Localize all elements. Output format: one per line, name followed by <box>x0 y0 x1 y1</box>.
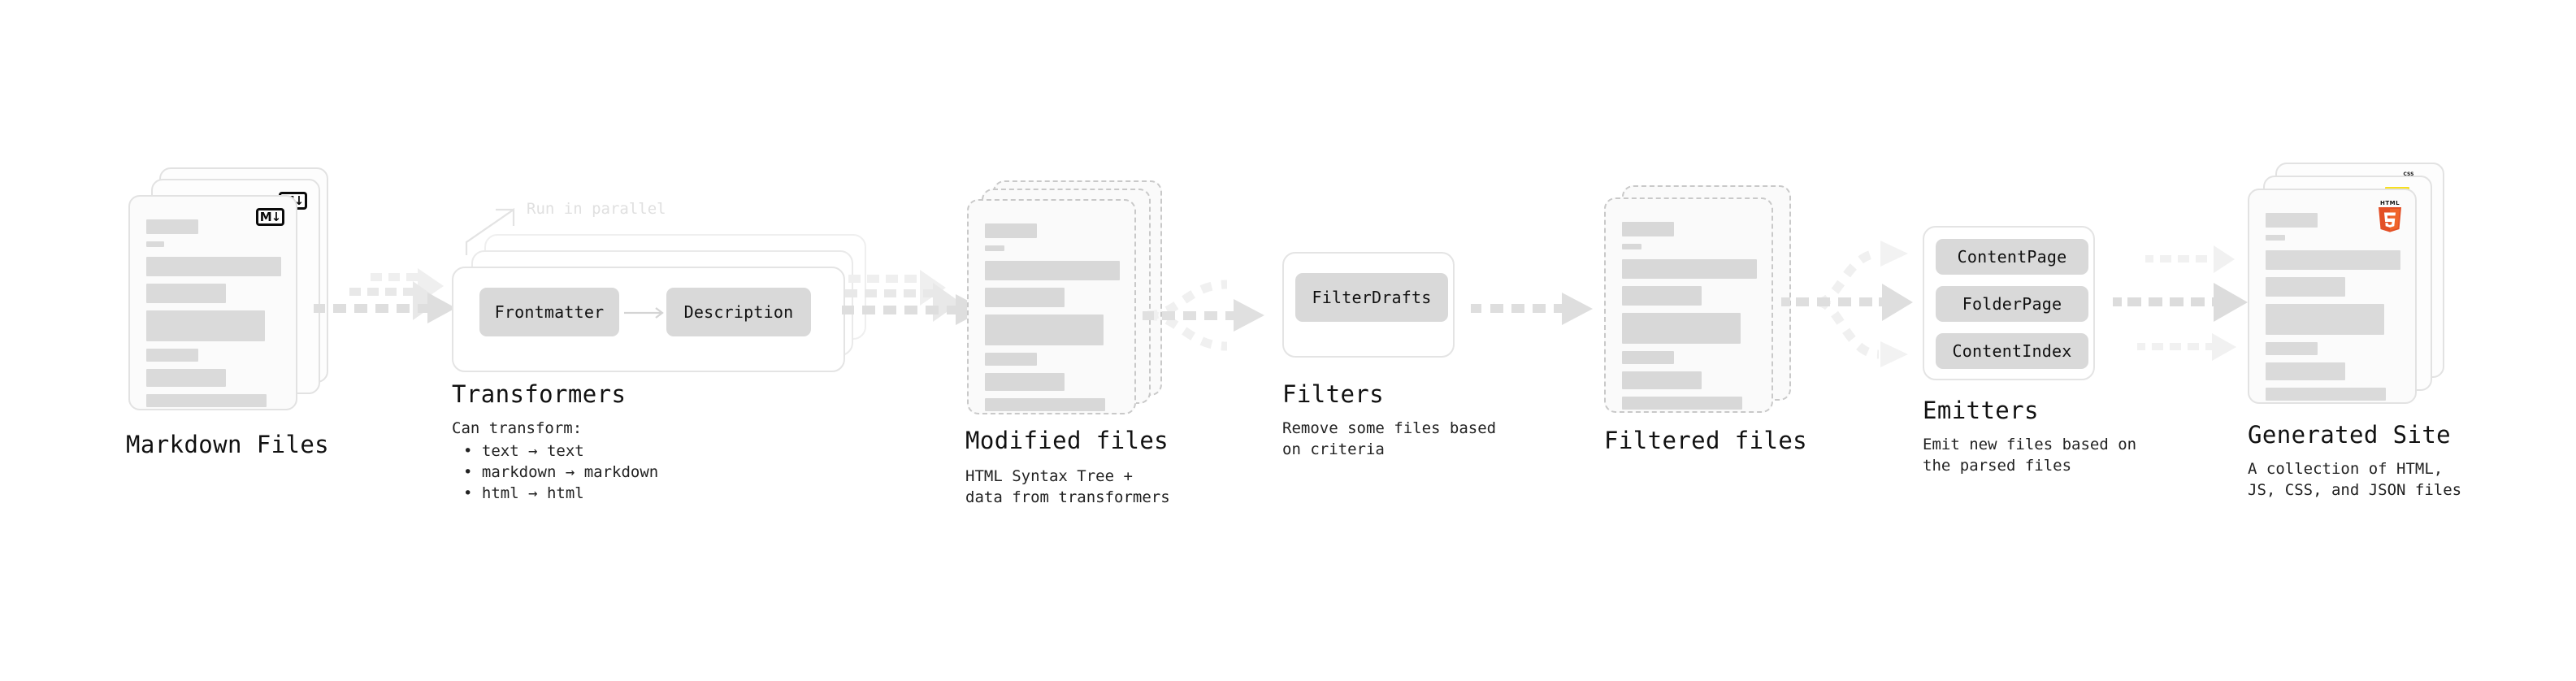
transformer-card-front[interactable]: Frontmatter Description <box>452 267 845 372</box>
transform-arrow-front <box>624 307 664 319</box>
pill-frontmatter[interactable]: Frontmatter <box>479 288 619 336</box>
modified-note-line-2: data from transformers <box>965 488 1170 506</box>
run-in-parallel-label: Run in parallel <box>527 200 666 218</box>
arrow-markdown-to-transformers <box>314 268 456 323</box>
html5-icon-label: HTML <box>2379 200 2400 206</box>
modified-note-line-1: HTML Syntax Tree + <box>965 467 1133 485</box>
pill-folderpage[interactable]: FolderPage <box>1936 286 2088 322</box>
generated-site-label: Generated Site <box>2248 421 2452 449</box>
markdown-files-label: Markdown Files <box>126 431 330 458</box>
css3-icon-label: CSS <box>2403 171 2414 177</box>
pill-contentindex[interactable]: ContentIndex <box>1936 333 2088 369</box>
emitters-note: Emit new files based on the parsed files <box>1923 434 2136 476</box>
filtered-files-label: Filtered files <box>1604 427 1808 454</box>
card-placeholder-lines <box>2266 213 2402 408</box>
transformers-bullet-3: • html → html <box>463 484 584 502</box>
transformers-bullet-1: • text → text <box>463 442 584 460</box>
markdown-card-front[interactable]: M↓ <box>128 195 297 410</box>
card-placeholder-lines <box>1622 222 1759 417</box>
modified-files-note: HTML Syntax Tree + data from transformer… <box>965 466 1170 508</box>
filters-note-line-2: on criteria <box>1282 440 1385 458</box>
filters-box[interactable]: FilterDrafts <box>1282 252 1455 358</box>
pill-description[interactable]: Description <box>666 288 811 336</box>
markdown-icon: M↓ <box>256 208 284 226</box>
pill-filterdrafts[interactable]: FilterDrafts <box>1295 273 1448 322</box>
filtered-card-front[interactable] <box>1604 197 1773 413</box>
arrow-modified-to-filters <box>1143 280 1264 351</box>
generated-site-note: A collection of HTML, JS, CSS, and JSON … <box>2248 458 2461 501</box>
arrow-emitters-to-generated <box>2113 245 2248 361</box>
generated-card-html[interactable]: HTML <box>2248 189 2417 404</box>
html5-icon: HTML <box>2376 200 2404 232</box>
transformers-label: Transformers <box>452 380 627 408</box>
arrow-transformers-to-modified <box>842 270 985 325</box>
card-placeholder-lines <box>985 223 1121 419</box>
generated-note-line-1: A collection of HTML, <box>2248 460 2444 478</box>
transformers-bullet-2: • markdown → markdown <box>463 463 659 481</box>
run-in-parallel-bracket <box>465 207 515 255</box>
card-placeholder-lines <box>146 219 283 414</box>
transformers-note: Can transform: • text → text • markdown … <box>452 418 658 504</box>
arrow-filters-to-filtered <box>1471 293 1593 325</box>
modified-card-front[interactable] <box>967 199 1136 414</box>
emitters-note-line-1: Emit new files based on <box>1923 436 2137 453</box>
filters-note-line-1: Remove some files based <box>1282 419 1497 437</box>
transformers-note-intro: Can transform: <box>452 419 583 437</box>
pill-contentpage[interactable]: ContentPage <box>1936 239 2088 275</box>
generated-note-line-2: JS, CSS, and JSON files <box>2248 481 2462 499</box>
emitters-note-line-2: the parsed files <box>1923 457 2072 475</box>
filters-label: Filters <box>1282 380 1385 408</box>
arrow-filtered-to-emitters <box>1781 241 1913 367</box>
emitters-box[interactable]: ContentPage FolderPage ContentIndex <box>1923 226 2095 380</box>
modified-files-label: Modified files <box>965 427 1169 454</box>
emitters-label: Emitters <box>1923 397 2039 424</box>
filters-note: Remove some files based on criteria <box>1282 418 1496 460</box>
